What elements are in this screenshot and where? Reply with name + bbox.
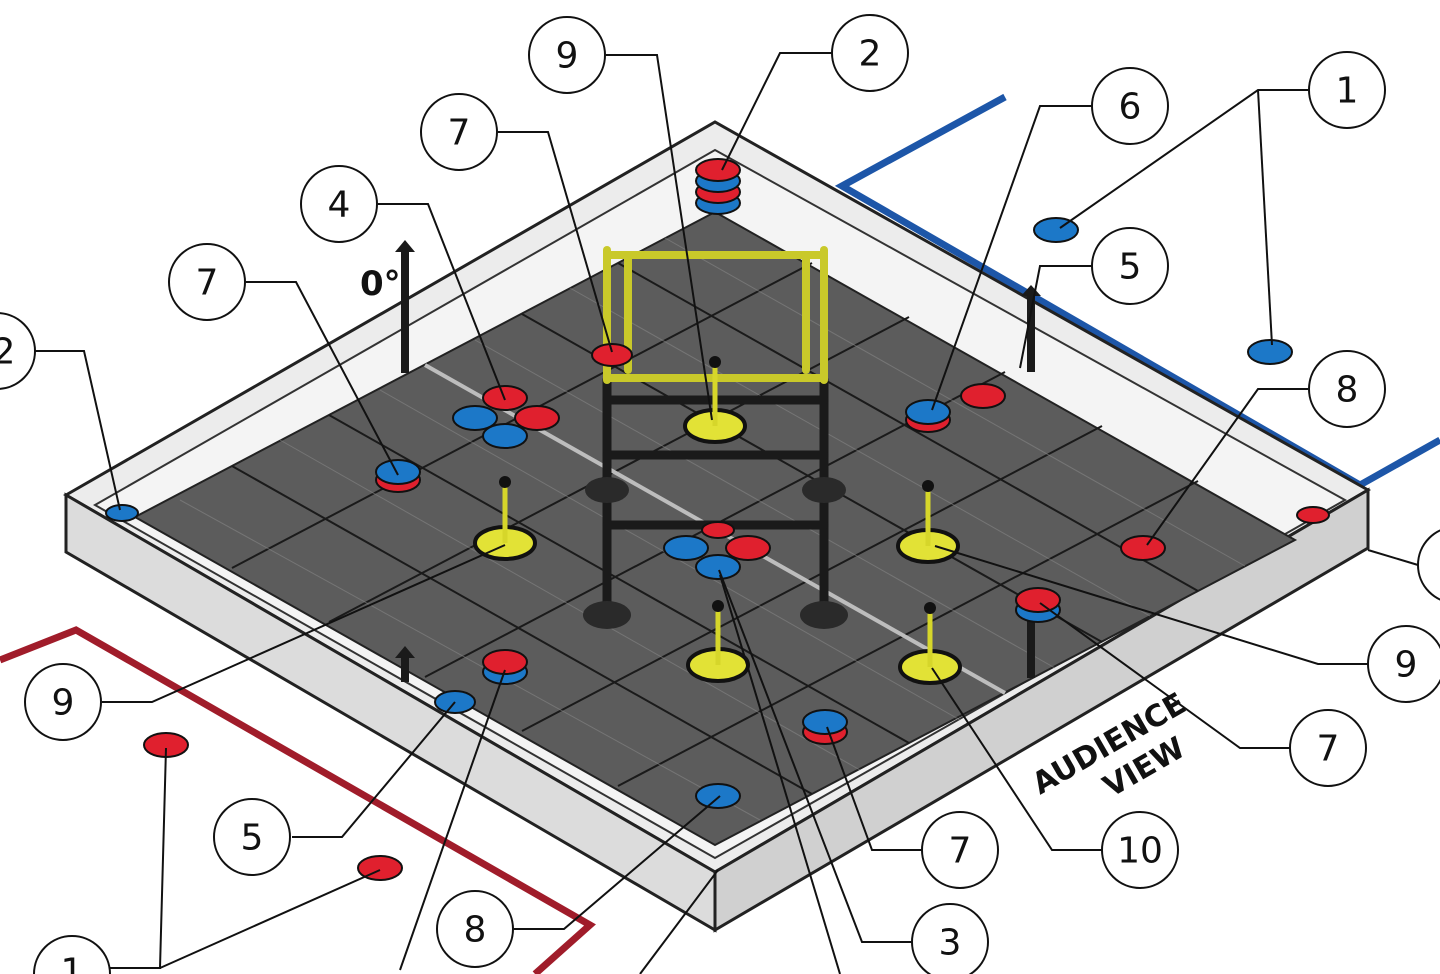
callout-circles xyxy=(0,14,1440,974)
callout-7-right: 7 xyxy=(1317,729,1340,770)
blue-zone-line xyxy=(834,93,1440,490)
corner-stakes xyxy=(395,240,1041,682)
callout-9-top: 9 xyxy=(556,36,579,77)
callout-8-right: 8 xyxy=(1336,370,1359,411)
callout-7-bottom: 7 xyxy=(949,831,972,872)
leader-lines xyxy=(34,52,1419,974)
callout-5-left: 5 xyxy=(241,818,264,859)
angle-label: 0° xyxy=(360,264,401,304)
callout-1-top: 1 xyxy=(1336,71,1359,112)
callout-10: 10 xyxy=(1117,831,1163,872)
callout-8-bottom: 8 xyxy=(464,910,487,951)
callout-7-a: 7 xyxy=(448,113,471,154)
callout-9-left: 9 xyxy=(52,683,75,724)
callout-9-right: 9 xyxy=(1395,645,1418,686)
callout-3: 3 xyxy=(939,923,962,964)
callout-7-b: 7 xyxy=(196,263,219,304)
callout-1-bottom: 1 xyxy=(61,952,84,974)
rings xyxy=(105,158,1330,881)
callout-2-left: 2 xyxy=(0,332,15,373)
callout-labels: 9 2 7 4 7 2 6 1 5 8 9 7 10 7 3 9 5 8 1 xyxy=(0,34,1417,974)
red-zone-line xyxy=(0,626,596,974)
callout-5-right: 5 xyxy=(1119,247,1142,288)
callout-4: 4 xyxy=(328,185,351,226)
callout-6: 6 xyxy=(1119,87,1142,128)
callout-2-top: 2 xyxy=(859,34,882,75)
